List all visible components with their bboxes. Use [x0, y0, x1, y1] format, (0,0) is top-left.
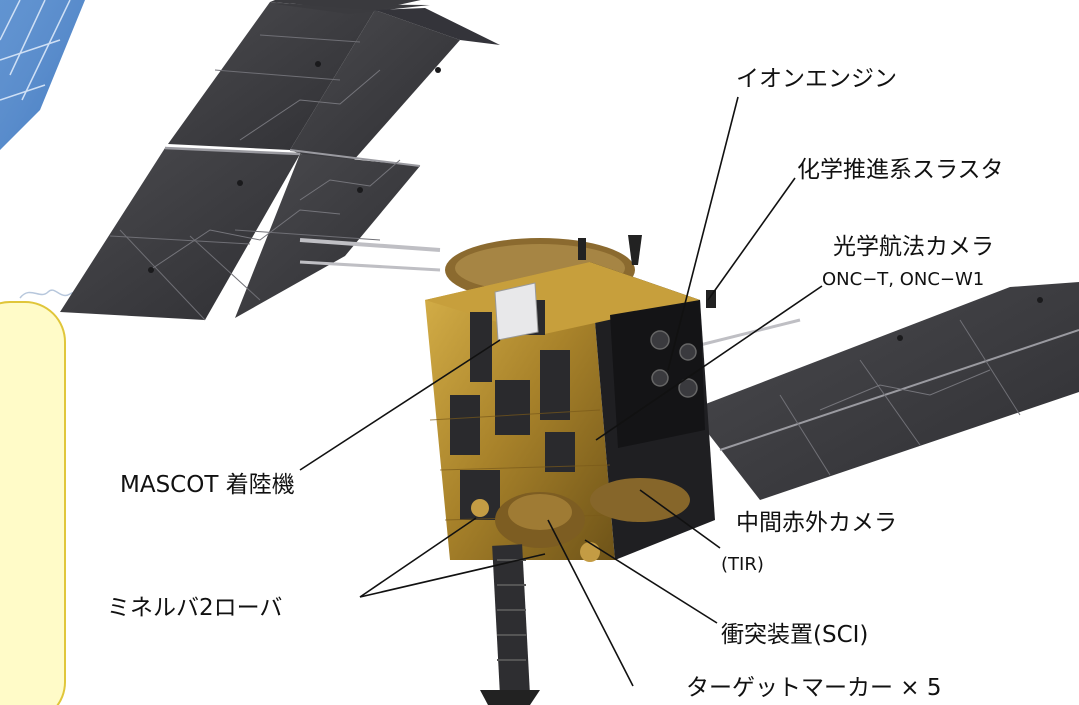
label-onc-models: ONC−T, ONC−W1 — [822, 269, 985, 290]
label-tir-code: (TIR) — [721, 554, 764, 575]
leader-sci — [584, 539, 718, 624]
leader-chemical-thrusters — [707, 177, 796, 301]
leader-ion-engine — [667, 96, 739, 371]
label-target-marker: ターゲットマーカー × 5 — [686, 675, 942, 701]
callout-box — [0, 301, 66, 705]
sampler-horn — [480, 544, 540, 705]
label-chemical-thrusters: 化学推進系スラスタ — [797, 157, 1004, 183]
solar-array-right — [690, 282, 1079, 500]
array-boom-left — [299, 238, 441, 272]
leader-tir — [639, 489, 721, 549]
label-mascot: MASCOT 着陸機 — [120, 472, 295, 498]
array-boom-right — [699, 318, 801, 347]
label-tir-name: 中間赤外カメラ — [736, 510, 897, 536]
leader-minerva-2 — [359, 553, 546, 598]
label-sci: 衝突装置(SCI) — [721, 622, 869, 648]
label-ion-engine: イオンエンジン — [736, 66, 897, 92]
leader-minerva-1 — [359, 517, 477, 598]
leader-target-marker — [547, 519, 634, 687]
label-minerva: ミネルバ2ローバ — [107, 595, 283, 621]
leader-mascot — [299, 339, 501, 471]
label-onc-title: 光学航法カメラ — [833, 234, 994, 260]
leader-lines — [299, 96, 823, 687]
leader-onc — [595, 285, 823, 441]
solar-array-left — [60, 0, 500, 321]
background-panel-fragment — [0, 0, 85, 150]
spacecraft-body — [425, 235, 716, 562]
